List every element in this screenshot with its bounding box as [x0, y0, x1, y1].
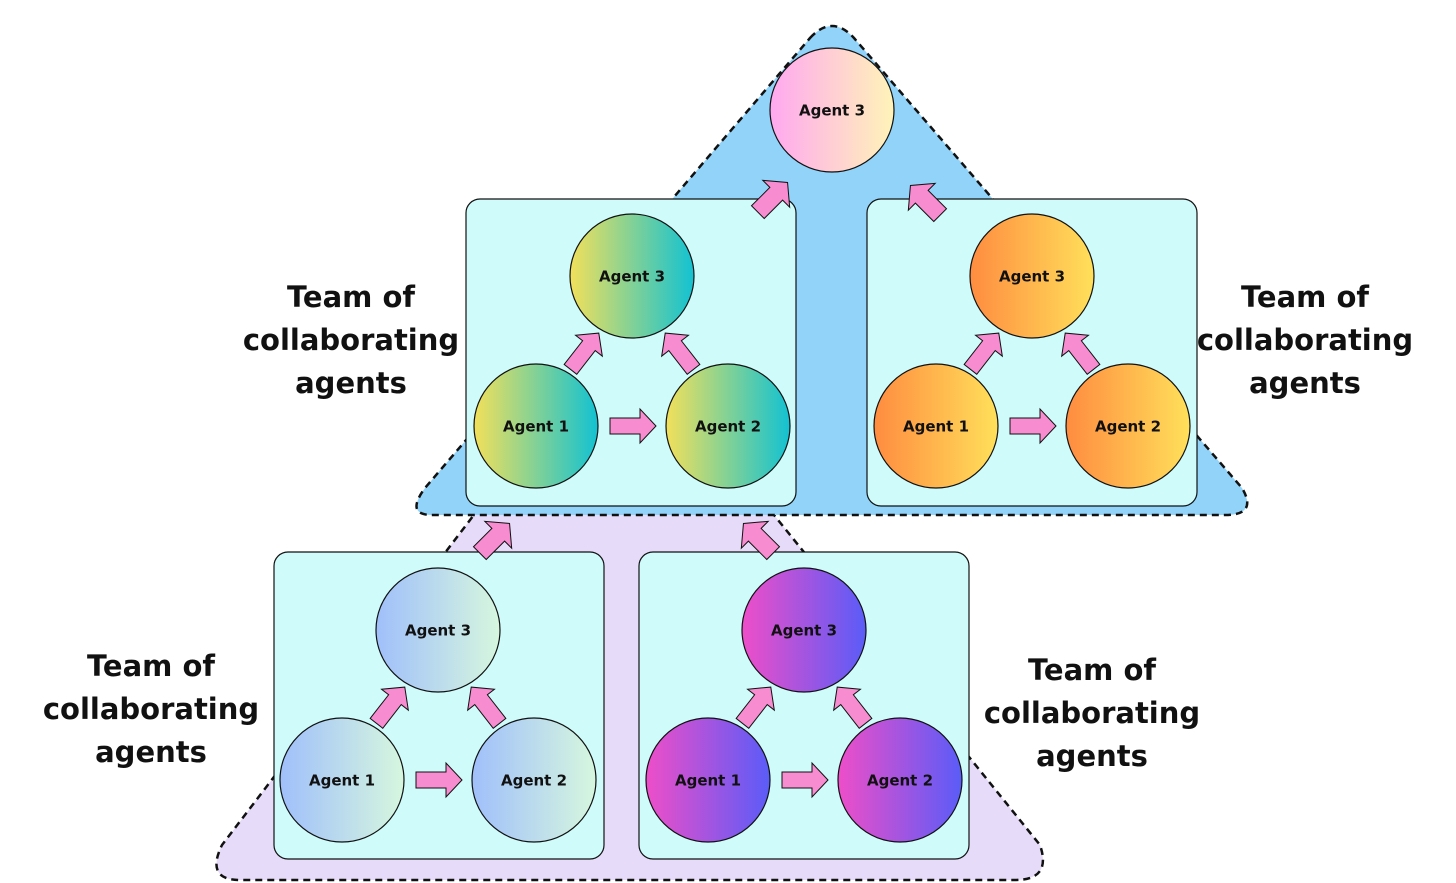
- arrow-agent1-to-agent3: [563, 332, 604, 375]
- team-mid-left: Agent 1 Agent 2 Agent 3: [473, 213, 791, 489]
- arrow-up-left-icon: [740, 520, 781, 561]
- team-label-line: Team of: [286, 280, 416, 314]
- team-label-line: collaborating: [983, 696, 1201, 730]
- team-label-mid-left: Team of collaborating agents: [231, 276, 471, 405]
- team-label-mid-right: Team of collaborating agents: [1185, 276, 1425, 405]
- team-label-line: agents: [1036, 739, 1148, 773]
- team-label-line: collaborating: [1196, 323, 1414, 357]
- arrow-up-right-icon: [750, 179, 791, 220]
- team-label-line: collaborating: [242, 323, 460, 357]
- arrow-agent2-to-agent3: [832, 686, 873, 729]
- arrow-agent2-to-agent3: [466, 686, 507, 729]
- agent-3-label: Agent 3: [999, 268, 1065, 286]
- team-label-line: Team of: [1027, 653, 1157, 687]
- agent-1-node: [279, 717, 405, 843]
- arrow-icon: [660, 332, 701, 375]
- team-label-line: agents: [1249, 366, 1361, 400]
- team-label-line: Team of: [86, 649, 216, 683]
- agent-1-label: Agent 1: [903, 418, 969, 436]
- arrow-icon: [781, 761, 829, 799]
- arrow-agent1-to-agent2: [609, 407, 657, 445]
- team-label-bottom-left: Team of collaborating agents: [31, 645, 271, 774]
- agent-1-label: Agent 1: [503, 418, 569, 436]
- team-bottom-right: Agent 1 Agent 2 Agent 3: [645, 567, 963, 843]
- arrow-agent1-to-agent2: [781, 761, 829, 799]
- agent-1-node: [645, 717, 771, 843]
- arrow-agent1-to-agent2: [415, 761, 463, 799]
- team-label-bottom-right: Team of collaborating agents: [972, 649, 1212, 778]
- team-bottom-left: Agent 1 Agent 2 Agent 3: [279, 567, 597, 843]
- arrow-icon: [415, 761, 463, 799]
- team-mid-right: Agent 1 Agent 2 Agent 3: [873, 213, 1191, 489]
- arrow-up-right-icon: [472, 520, 513, 561]
- arrow-icon: [735, 686, 776, 729]
- arrow-agent2-to-agent3: [1060, 332, 1101, 375]
- agent-1-node: [473, 363, 599, 489]
- agent-3-node: [569, 213, 695, 339]
- arrow-icon: [369, 686, 410, 729]
- arrow-agent1-to-agent3: [963, 332, 1004, 375]
- agent-3-label: Agent 3: [405, 622, 471, 640]
- arrow-bottom-right-to-mid: [740, 520, 781, 561]
- agent-3-label: Agent 3: [599, 268, 665, 286]
- arrow-mid-left-to-top: [750, 179, 791, 220]
- arrow-icon: [609, 407, 657, 445]
- top-agent-label: Agent 3: [799, 102, 865, 120]
- arrow-icon: [832, 686, 873, 729]
- arrow-agent2-to-agent3: [660, 332, 701, 375]
- arrow-bottom-left-to-mid: [472, 520, 513, 561]
- agent-1-label: Agent 1: [675, 772, 741, 790]
- agent-3-node: [741, 567, 867, 693]
- top-agent-3-node: [769, 47, 895, 173]
- arrow-up-left-icon: [907, 182, 948, 223]
- agent-2-node: [1065, 363, 1191, 489]
- agent-2-node: [665, 363, 791, 489]
- arrow-icon: [466, 686, 507, 729]
- agent-3-node: [375, 567, 501, 693]
- arrow-mid-right-to-top: [907, 182, 948, 223]
- team-label-line: Team of: [1240, 280, 1370, 314]
- agent-2-label: Agent 2: [1095, 418, 1161, 436]
- agent-3-node: [969, 213, 1095, 339]
- agent-2-label: Agent 2: [501, 772, 567, 790]
- arrow-agent1-to-agent3: [369, 686, 410, 729]
- agent-1-label: Agent 1: [309, 772, 375, 790]
- arrow-agent1-to-agent3: [735, 686, 776, 729]
- agent-3-label: Agent 3: [771, 622, 837, 640]
- arrow-icon: [563, 332, 604, 375]
- team-label-line: agents: [295, 366, 407, 400]
- agent-1-node: [873, 363, 999, 489]
- arrow-icon: [1009, 407, 1057, 445]
- team-label-line: agents: [95, 735, 207, 769]
- agent-2-node: [837, 717, 963, 843]
- arrow-icon: [963, 332, 1004, 375]
- team-label-line: collaborating: [42, 692, 260, 726]
- agent-2-node: [471, 717, 597, 843]
- arrow-icon: [1060, 332, 1101, 375]
- agent-2-label: Agent 2: [695, 418, 761, 436]
- arrow-agent1-to-agent2: [1009, 407, 1057, 445]
- agent-2-label: Agent 2: [867, 772, 933, 790]
